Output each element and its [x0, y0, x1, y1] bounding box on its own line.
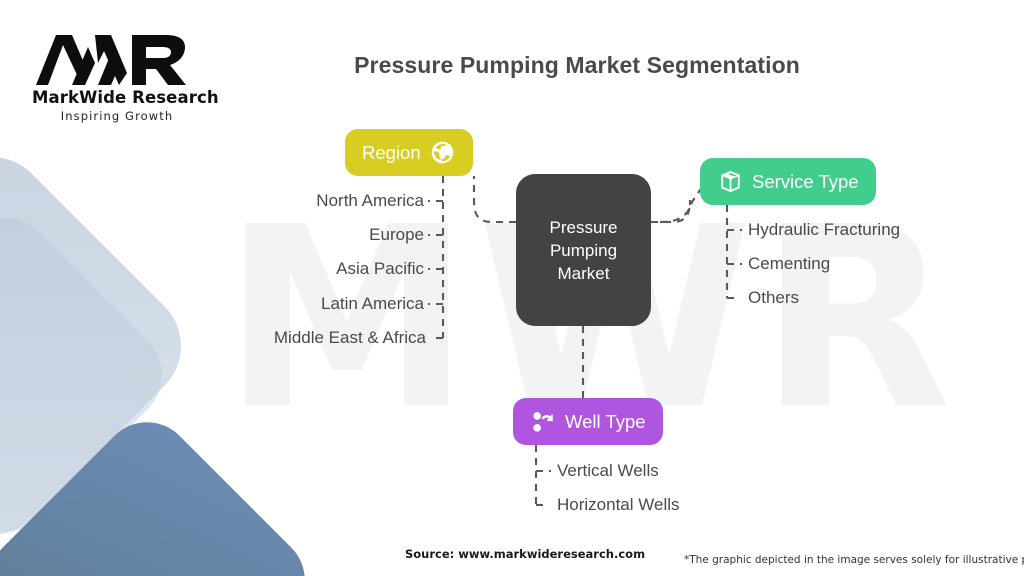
leaf-region-1: North America: [316, 191, 424, 210]
branch-badge-service-type[interactable]: Service Type: [700, 158, 876, 205]
connector-center-to-service-a: [651, 199, 692, 224]
leaf-service-3: Others: [748, 288, 800, 307]
box-icon: [717, 169, 743, 195]
leaf-region-3: Asia Pacific: [336, 259, 424, 278]
leaf-region-2: Europe: [369, 225, 424, 244]
page-title: Pressure Pumping Market Segmentation: [354, 52, 800, 78]
branch-label-well-type: Well Type: [565, 410, 646, 432]
leaf-region-5: Middle East & Africa: [273, 328, 426, 347]
leaf-service-2: Cementing: [748, 254, 831, 273]
leaf-region-4: Latin America: [321, 294, 424, 313]
center-node: Pressure Pumping Market: [516, 174, 651, 326]
brand-tagline: Inspiring Growth: [60, 109, 174, 123]
branch-badge-region[interactable]: Region: [345, 129, 473, 176]
branch-label-region: Region: [362, 141, 421, 163]
connector-center-to-region: [472, 176, 516, 224]
decorative-square-light: [0, 133, 205, 559]
source-label: Source: www.markwideresearch.com: [405, 547, 646, 561]
center-node-line-3: Market: [557, 263, 610, 283]
center-node-line-1: Pressure: [549, 217, 618, 237]
brand-logo: MarkWide Research Inspiring Growth: [32, 33, 219, 123]
disclaimer-label: *The graphic depicted in the image serve…: [684, 554, 1024, 566]
branch-label-service-type: Service Type: [752, 170, 859, 192]
nodes-icon: [530, 409, 556, 435]
leaf-welltype-2: Horizontal Wells: [557, 495, 680, 514]
decorative-square-dark: [0, 403, 324, 576]
globe-icon: [430, 140, 456, 166]
leaf-service-1: Hydraulic Fracturing: [748, 220, 901, 239]
center-node-line-2: Pumping: [549, 240, 618, 260]
decorative-square-light-overlap: [0, 198, 182, 552]
brand-name: MarkWide Research: [32, 88, 219, 107]
leaf-welltype-1: Vertical Wells: [557, 461, 659, 480]
mwr-logo-icon: [36, 35, 186, 85]
branch-badge-well-type[interactable]: Well Type: [513, 398, 663, 445]
